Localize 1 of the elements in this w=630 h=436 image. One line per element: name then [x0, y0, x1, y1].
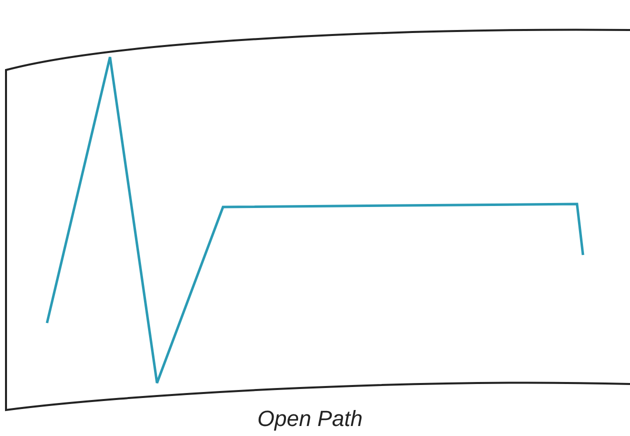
- caption: Open Path: [256, 405, 364, 433]
